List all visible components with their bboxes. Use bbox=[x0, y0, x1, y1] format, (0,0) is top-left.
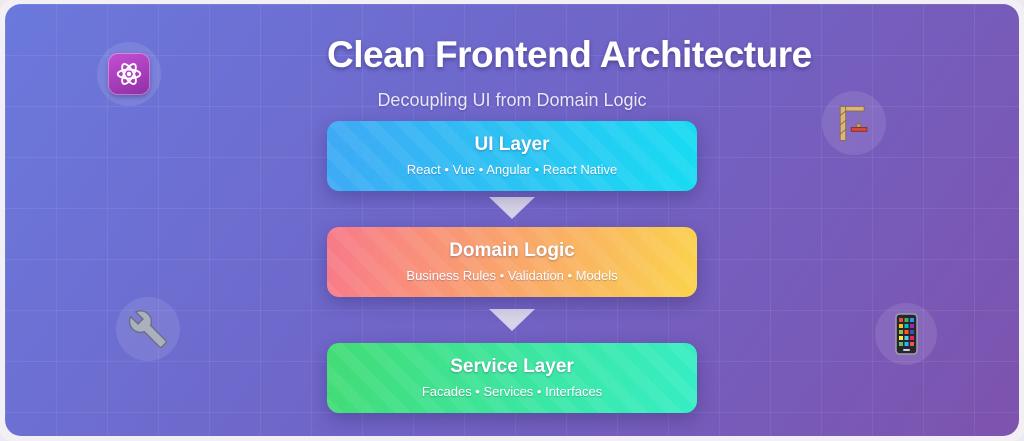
arrow-down-icon bbox=[489, 309, 535, 331]
layer-box-domain: Domain Logic Business Rules • Validation… bbox=[327, 227, 697, 297]
atom-icon bbox=[108, 53, 150, 95]
page-title: Clean Frontend Architecture bbox=[327, 34, 812, 75]
layer-service-title: Service Layer bbox=[450, 356, 574, 377]
diagram-panel: Clean Frontend Architecture Decoupling U… bbox=[5, 4, 1019, 436]
layer-box-service: Service Layer Facades • Services • Inter… bbox=[327, 343, 697, 413]
page-subtitle: Decoupling UI from Domain Logic bbox=[377, 90, 647, 110]
wrench-icon bbox=[128, 309, 168, 354]
smartphone-icon bbox=[895, 313, 918, 360]
layer-domain-items: Business Rules • Validation • Models bbox=[406, 268, 618, 283]
crane-icon bbox=[831, 100, 877, 151]
diagram-content: Clean Frontend Architecture Decoupling U… bbox=[327, 4, 812, 413]
layer-ui-items: React • Vue • Angular • React Native bbox=[406, 162, 618, 177]
layer-domain-title: Domain Logic bbox=[449, 240, 575, 261]
arrow-down-icon bbox=[489, 197, 535, 219]
crane-icon-halo bbox=[822, 91, 886, 155]
layer-service-items: Facades • Services • Interfaces bbox=[421, 384, 603, 399]
layer-box-ui: UI Layer React • Vue • Angular • React N… bbox=[327, 121, 697, 191]
layer-ui-title: UI Layer bbox=[474, 134, 550, 155]
